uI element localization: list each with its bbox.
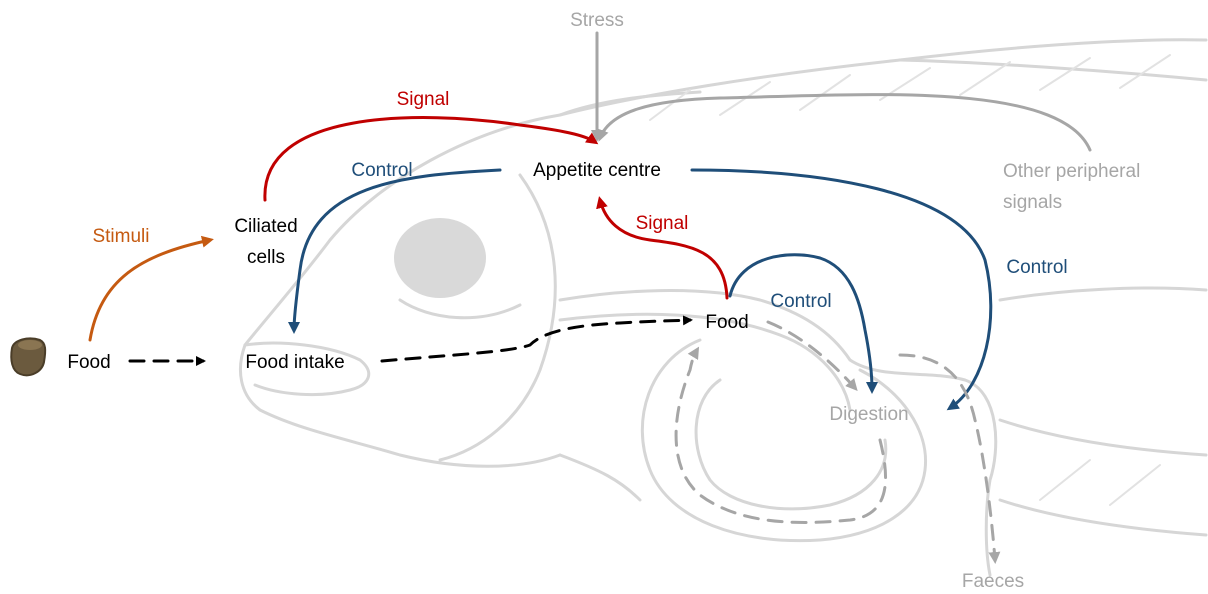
fish-back-stripe-6 <box>1040 58 1090 90</box>
peripheral-signals-arrow <box>600 95 1090 150</box>
fish-eye-socket <box>400 300 520 318</box>
ciliated-label-line2: cells <box>247 247 285 268</box>
other-peripheral-label-line2: signals <box>1003 192 1062 213</box>
intake-to-gut-arrow <box>382 320 690 361</box>
food-intake-label: Food intake <box>245 352 344 373</box>
labels: Stress Signal Control Appetite centre Ot… <box>67 10 1140 592</box>
other-peripheral-label-line1: Other peripheral <box>1003 161 1140 182</box>
fish-gut-inner <box>696 380 886 509</box>
control-left-label: Control <box>351 160 412 181</box>
fish-back-stripe-7 <box>1120 55 1170 88</box>
fish-eye-icon <box>394 218 486 298</box>
signal-top-label: Signal <box>397 89 450 110</box>
fish-tail-stripe-1 <box>1040 460 1090 500</box>
stress-label: Stress <box>570 10 624 31</box>
control-mid-label: Control <box>770 291 831 312</box>
food-gut-label: Food <box>705 312 748 333</box>
signal-top-arrow <box>265 118 595 200</box>
control-right-label: Control <box>1006 257 1067 278</box>
control-mid-arrow <box>730 255 872 390</box>
fish-back-stripe-5 <box>960 62 1010 95</box>
gut-to-digestion-arrow <box>768 322 855 388</box>
faeces-label: Faeces <box>962 571 1024 592</box>
appetite-centre-label: Appetite centre <box>533 160 661 181</box>
food-pellet-icon <box>11 338 45 375</box>
digestion-label: Digestion <box>829 404 908 425</box>
ciliated-label-line1: Ciliated <box>234 216 297 237</box>
fish-dorsal-lower <box>1000 288 1206 535</box>
fish-outline-back <box>560 60 1206 115</box>
stimuli-arrow <box>90 240 210 340</box>
fish-belly-outline <box>560 420 1206 500</box>
control-right-arrow <box>692 170 991 408</box>
fish-back-stripe-3 <box>800 75 850 110</box>
food-start-label: Food <box>67 352 110 373</box>
signal-mid-label: Signal <box>636 213 689 234</box>
stimuli-label: Stimuli <box>92 226 149 247</box>
digestion-to-faeces-arrow <box>900 355 995 560</box>
fish-tail-stripe-2 <box>1110 465 1160 505</box>
